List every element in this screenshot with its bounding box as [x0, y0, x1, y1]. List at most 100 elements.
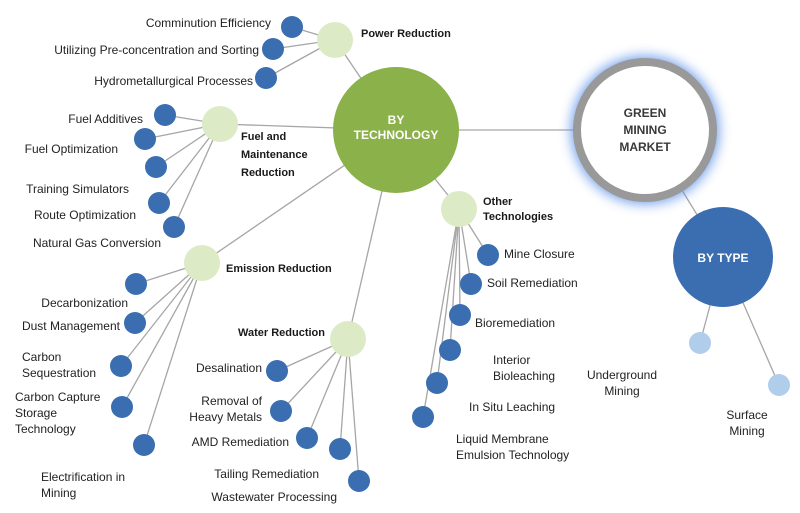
emission-reduction-label-line: Emission Reduction: [226, 263, 332, 275]
other-technologies-label-line: Technologies: [483, 211, 553, 223]
water-reduction-item-label-line: Desalination: [196, 361, 262, 375]
power-reduction-label-line: Power Reduction: [361, 28, 451, 40]
water-reduction-item-node: [270, 400, 292, 422]
other-technologies-item-label-line: Liquid Membrane: [456, 432, 549, 446]
connector-fuel-maintenance-item: [173, 123, 221, 228]
by-technology-label-line: TECHNOLOGY: [354, 128, 439, 142]
fuel-maintenance-item-label-line: Fuel Additives: [68, 112, 143, 126]
emission-reduction-label: Emission Reduction: [226, 263, 332, 275]
water-reduction-item-node: [296, 427, 318, 449]
fuel-maintenance-item-label: Training Simulators: [26, 182, 129, 196]
power-reduction-node: [317, 22, 353, 58]
fuel-maintenance-item-label: Route Optimization: [34, 208, 136, 222]
water-reduction-label: Water Reduction: [238, 327, 325, 339]
fuel-maintenance-item-label-line: Route Optimization: [34, 208, 136, 222]
water-reduction-node: [330, 321, 366, 357]
emission-reduction-item-node: [110, 355, 132, 377]
type-item-label-line: Mining: [729, 424, 764, 438]
emission-reduction-item-label-line: Dust Management: [22, 319, 121, 333]
other-technologies-item-node: [412, 406, 434, 428]
fuel-maintenance-label-line: Reduction: [241, 167, 295, 179]
by-technology-label-line: BY: [388, 113, 405, 127]
power-reduction-item-label: Hydrometallurgical Processes: [94, 74, 253, 88]
water-reduction-item-label: Desalination: [196, 361, 262, 375]
water-reduction-item-label-line: Tailing Remediation: [214, 467, 319, 481]
fuel-maintenance-item-node: [154, 104, 176, 126]
connector-other-technologies-item: [449, 208, 460, 351]
water-reduction-item-label: Tailing Remediation: [214, 467, 319, 481]
water-reduction-item-label: AMD Remediation: [192, 435, 289, 449]
other-technologies-item-label-line: Bioleaching: [493, 369, 555, 383]
fuel-maintenance-label-line: Fuel and: [241, 131, 286, 143]
other-technologies-item-label-line: In Situ Leaching: [469, 400, 555, 414]
other-technologies-label-line: Other: [483, 196, 513, 208]
fuel-maintenance-item-label-line: Fuel Optimization: [25, 142, 118, 156]
emission-reduction-item-node: [125, 273, 147, 295]
fuel-maintenance-item-label: Natural Gas Conversion: [33, 236, 161, 250]
other-technologies-item-label-line: Bioremediation: [475, 316, 555, 330]
green-mining-market-label-line: MINING: [623, 123, 666, 137]
emission-reduction-item-node: [124, 312, 146, 334]
connector-emission-reduction-item: [120, 262, 203, 367]
other-technologies-item-label-line: Emulsion Technology: [456, 448, 569, 462]
emission-reduction-item-label: Decarbonization: [41, 296, 128, 310]
water-reduction-item-label-line: Heavy Metals: [189, 410, 262, 424]
other-technologies-item-label: Mine Closure: [504, 247, 575, 261]
power-reduction-item-node: [262, 38, 284, 60]
emission-reduction-item-node: [133, 434, 155, 456]
by-technology-node: [333, 67, 459, 193]
other-technologies-item-node: [477, 244, 499, 266]
by-type-node: [673, 207, 773, 307]
green-mining-market-label-line: GREEN: [624, 106, 667, 120]
emission-reduction-item-label-line: Technology: [15, 422, 76, 436]
fuel-maintenance-item-label: Fuel Additives: [68, 112, 143, 126]
other-technologies-item-label: Soil Remediation: [487, 276, 578, 290]
emission-reduction-item-label-line: Sequestration: [22, 366, 96, 380]
fuel-maintenance-node: [202, 106, 238, 142]
fuel-maintenance-item-label-line: Natural Gas Conversion: [33, 236, 161, 250]
fuel-maintenance-item-label-line: Training Simulators: [26, 182, 129, 196]
other-technologies-item-label-line: Interior: [493, 353, 530, 367]
water-reduction-item-label-line: AMD Remediation: [192, 435, 289, 449]
fuel-maintenance-label-line: Maintenance: [241, 149, 308, 161]
emission-reduction-item-label: Dust Management: [22, 319, 121, 333]
connector-water-reduction-item: [347, 338, 360, 482]
emission-reduction-node: [184, 245, 220, 281]
water-reduction-item-node: [348, 470, 370, 492]
fuel-maintenance-item-node: [145, 156, 167, 178]
emission-reduction-item-label-line: Storage: [15, 406, 57, 420]
emission-reduction-item-label: Electrification in Mining: [41, 470, 125, 500]
water-reduction-item-node: [329, 438, 351, 460]
by-type-label-line: BY TYPE: [697, 251, 748, 265]
type-item-label-line: Mining: [604, 384, 639, 398]
other-technologies-item-node: [449, 304, 471, 326]
power-reduction-item-label-line: Hydrometallurgical Processes: [94, 74, 253, 88]
type-item-label-line: Surface: [726, 408, 768, 422]
other-technologies-item-label-line: Soil Remediation: [487, 276, 578, 290]
other-technologies-item-node: [439, 339, 461, 361]
power-reduction-label: Power Reduction: [361, 28, 451, 40]
water-reduction-item-label-line: Wastewater Processing: [211, 490, 337, 504]
emission-reduction-item-label-line: Mining: [41, 486, 76, 500]
other-technologies-item-node: [460, 273, 482, 295]
fuel-maintenance-item-node: [148, 192, 170, 214]
other-technologies-node: [441, 191, 477, 227]
power-reduction-item-node: [281, 16, 303, 38]
other-technologies-item-node: [426, 372, 448, 394]
connector-water-reduction-item: [339, 338, 349, 450]
type-item-node: [689, 332, 711, 354]
emission-reduction-item-label-line: Carbon Capture: [15, 390, 101, 404]
emission-reduction-item-label-line: Electrification in: [41, 470, 125, 484]
water-reduction-label-line: Water Reduction: [238, 327, 325, 339]
type-item-node: [768, 374, 790, 396]
